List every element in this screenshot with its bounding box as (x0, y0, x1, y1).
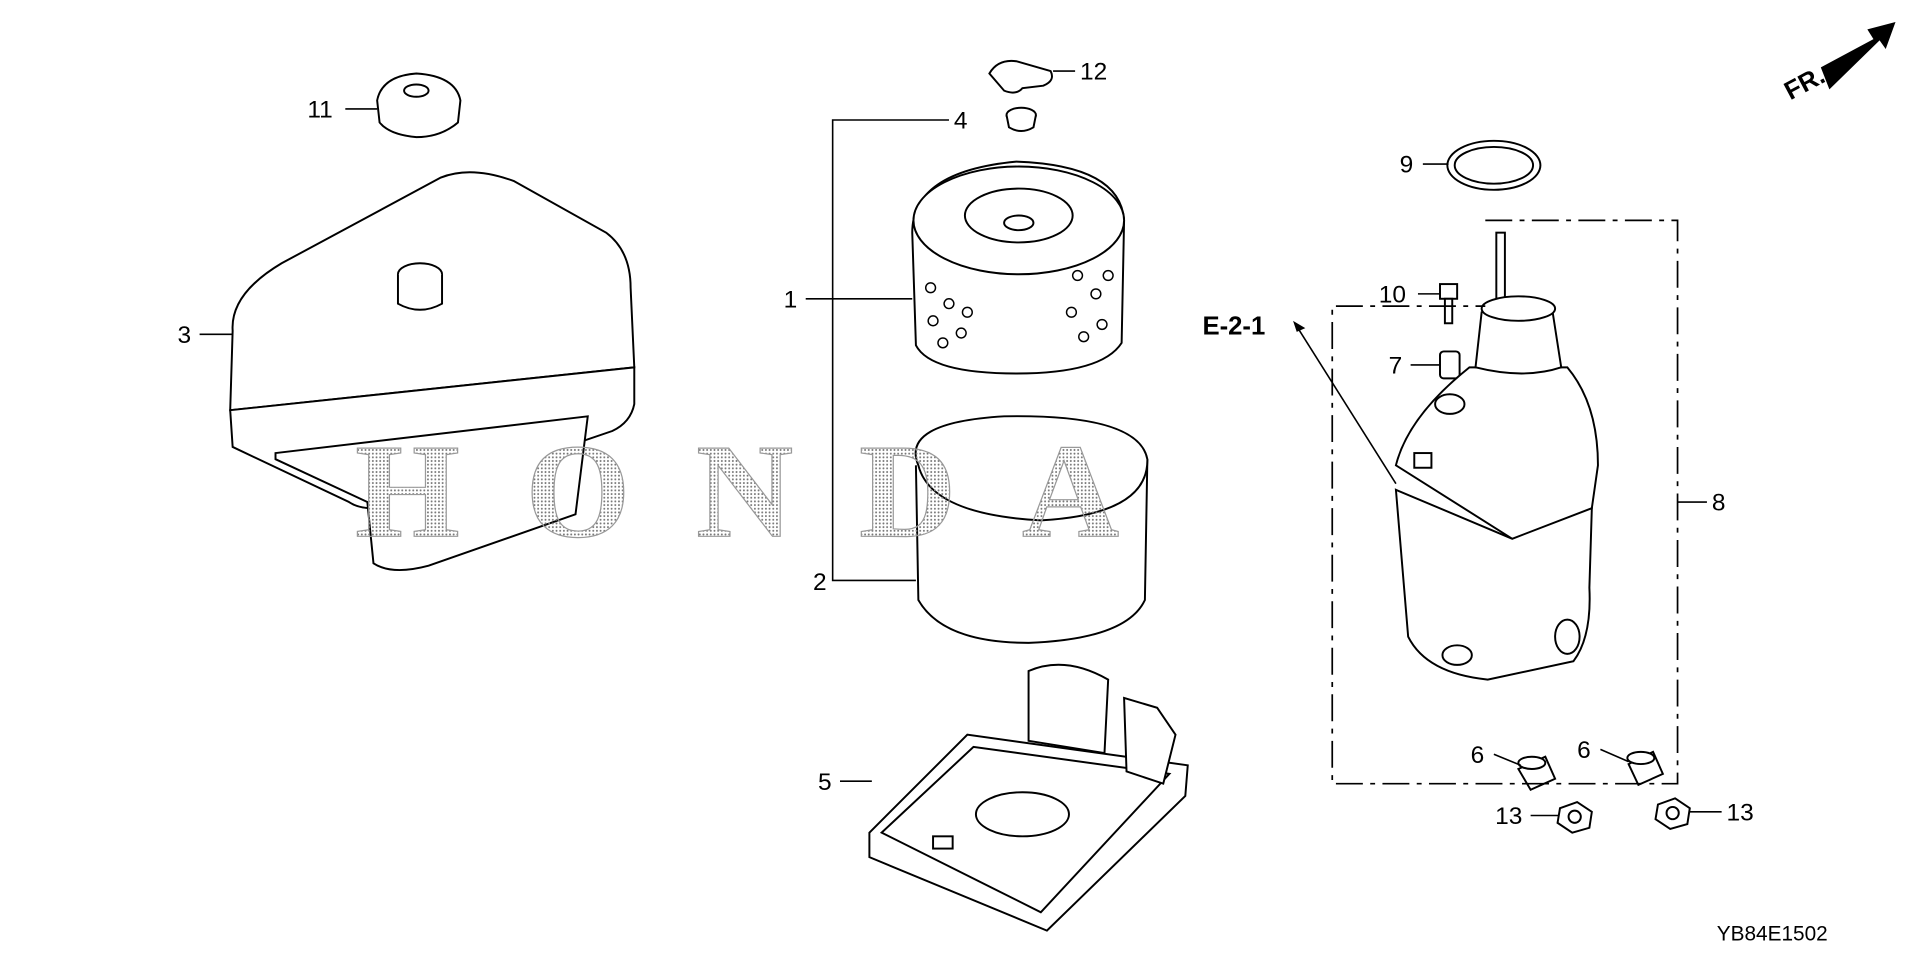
part-4-grommet[interactable] (1005, 106, 1037, 132)
part-13-nut[interactable] (1654, 797, 1691, 831)
callout-2: 2 (813, 569, 827, 596)
callout-7: 7 (1389, 352, 1403, 379)
callout-11: 11 (307, 97, 332, 124)
callout-3: 3 (178, 322, 192, 349)
part-13-nut[interactable] (1556, 800, 1593, 834)
callout-12: 12 (1080, 59, 1107, 86)
callout-8: 8 (1712, 490, 1726, 517)
part-5-case[interactable] (868, 663, 1189, 932)
part-1-filter-element[interactable] (911, 160, 1126, 375)
part-2-foam-element[interactable] (914, 415, 1149, 644)
callout-10: 10 (1379, 281, 1406, 308)
reference-link-e-2-1[interactable]: E-2-1 (1202, 312, 1265, 340)
part-3-cover[interactable] (229, 171, 636, 571)
part-9-gasket[interactable] (1446, 139, 1542, 191)
callout-9: 9 (1400, 152, 1414, 179)
part-8-elbow-assembly[interactable] (1394, 231, 1599, 681)
part-6-pin[interactable] (1626, 750, 1665, 787)
part-11-cap[interactable] (376, 72, 462, 139)
part-7-collar[interactable] (1439, 350, 1461, 380)
front-direction-indicator: FR. (1780, 22, 1896, 106)
assembly-boundary (1331, 219, 1679, 785)
arrow-icon (1820, 22, 1896, 90)
callout-13: 13 (1727, 799, 1754, 826)
callout-13: 13 (1495, 803, 1522, 830)
part-10-bolt[interactable] (1439, 283, 1459, 325)
callout-6: 6 (1577, 737, 1591, 764)
part-12-clip[interactable] (988, 59, 1053, 94)
part-6-pin[interactable] (1516, 755, 1557, 792)
callout-1: 1 (784, 286, 798, 313)
callout-6: 6 (1471, 742, 1485, 769)
diagram-code: YB84E1502 (1717, 922, 1828, 945)
callout-5: 5 (818, 769, 832, 796)
callout-4: 4 (954, 108, 968, 135)
leader-lines (199, 70, 1722, 817)
